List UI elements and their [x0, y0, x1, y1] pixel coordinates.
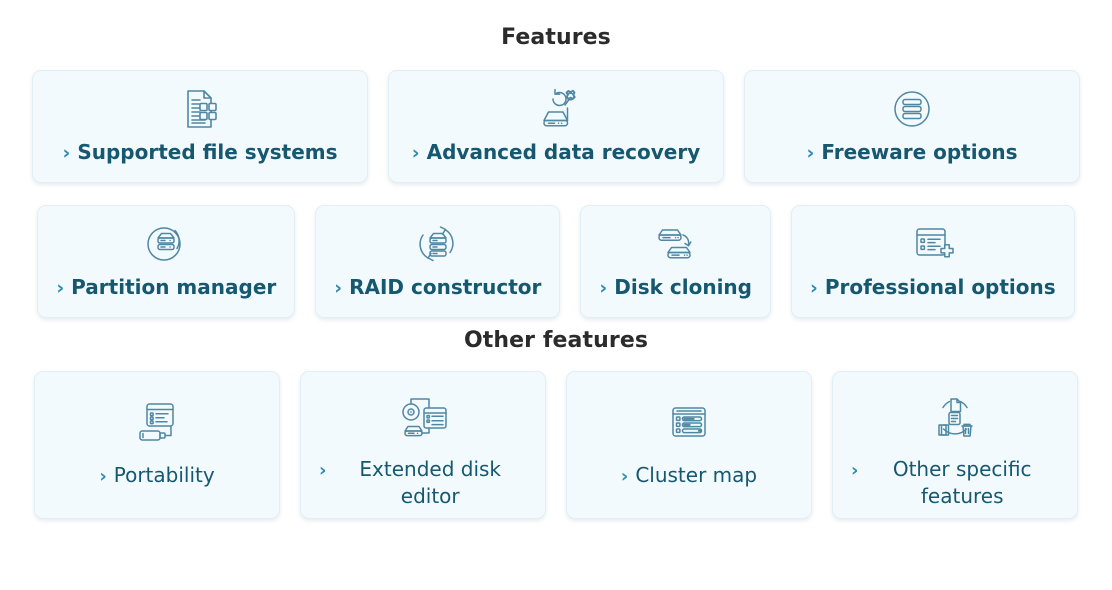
chevron-right-icon: ›: [334, 277, 343, 299]
disk-refresh-gear-icon: [530, 85, 582, 133]
feature-card-label: › Partition manager: [56, 275, 277, 299]
feature-card-freeware-options[interactable]: › Freeware options: [744, 70, 1080, 183]
page-title-features: Features: [501, 25, 611, 50]
features-row-secondary: › Partition manager ›: [0, 205, 1112, 318]
page-title-other-features: Other features: [463, 328, 649, 353]
feature-card-label: › Portability: [99, 463, 215, 487]
chevron-right-icon: ›: [851, 460, 859, 481]
feature-card-label: › Cluster map: [620, 463, 758, 487]
feature-card-raid-constructor[interactable]: › RAID constructor: [315, 205, 561, 318]
chevron-right-icon: ›: [809, 277, 818, 299]
feature-card-extended-disk-editor[interactable]: › Extended disk editor: [300, 371, 546, 519]
other-features-row: › Portability: [0, 371, 1112, 519]
disc-disk-panel-icon: [394, 394, 452, 448]
feature-card-label: › Disk cloning: [599, 275, 752, 299]
feature-card-label: › Professional options: [809, 275, 1056, 299]
feature-card-label: › Other specific features: [851, 457, 1032, 508]
chevron-right-icon: ›: [620, 466, 629, 487]
list-plus-icon: [909, 220, 957, 268]
feature-card-label: › Advanced data recovery: [411, 140, 701, 164]
feature-card-disk-cloning[interactable]: › Disk cloning: [580, 205, 771, 318]
chevron-right-icon: ›: [411, 142, 420, 164]
two-disks-arrow-icon: [650, 220, 702, 268]
disk-stack-circle-icon: [889, 85, 935, 133]
chevron-right-icon: ›: [56, 277, 65, 299]
feature-card-portability[interactable]: › Portability: [34, 371, 280, 519]
cluster-table-icon: [663, 394, 715, 454]
chevron-right-icon: ›: [99, 466, 107, 487]
feature-card-cluster-map[interactable]: › Cluster map: [566, 371, 812, 519]
document-grid-icon: [177, 85, 223, 133]
server-sync-circle-icon: [414, 220, 462, 268]
feature-card-advanced-data-recovery[interactable]: › Advanced data recovery: [388, 70, 724, 183]
chevron-right-icon: ›: [62, 142, 71, 164]
feature-card-other-specific-features[interactable]: › Other specific features: [832, 371, 1078, 519]
window-usb-icon: [130, 394, 184, 454]
server-arc-circle-icon: [142, 220, 190, 268]
feature-card-label: › Freeware options: [806, 140, 1018, 164]
feature-card-label: › Extended disk editor: [319, 457, 502, 508]
feature-card-professional-options[interactable]: › Professional options: [790, 205, 1075, 318]
feature-card-label: › Supported file systems: [62, 140, 338, 164]
chevron-right-icon: ›: [599, 277, 608, 299]
feature-card-supported-file-systems[interactable]: › Supported file systems: [32, 70, 368, 183]
document-copy-trash-icon: [927, 394, 983, 448]
features-row-primary: › Supported file systems ›: [0, 70, 1112, 183]
feature-card-label: › RAID constructor: [334, 275, 542, 299]
feature-card-partition-manager[interactable]: › Partition manager: [37, 205, 296, 318]
chevron-right-icon: ›: [319, 460, 327, 481]
chevron-right-icon: ›: [806, 142, 815, 164]
